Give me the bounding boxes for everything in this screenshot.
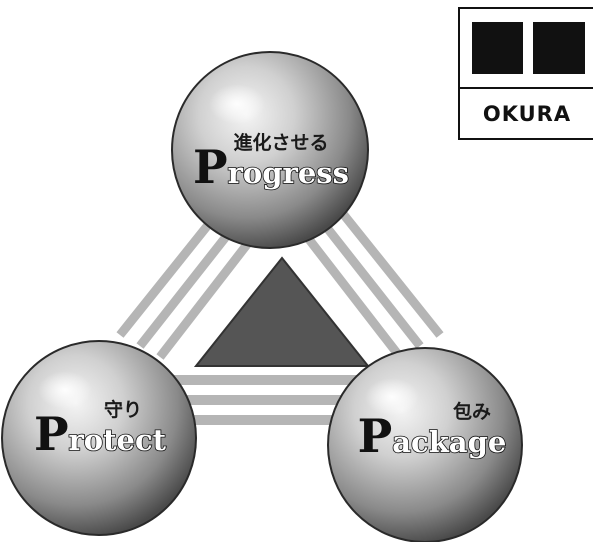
node-protect: 守り Protect xyxy=(2,341,196,535)
okura-logo: OKURA xyxy=(459,8,593,139)
progress-jp-label: 進化させる xyxy=(233,131,328,154)
logo-block-right xyxy=(533,22,585,74)
node-progress: 進化させる Progress xyxy=(172,52,368,248)
protect-rest: rotect xyxy=(69,423,167,457)
package-initial: P xyxy=(358,409,393,463)
sphere-highlight xyxy=(38,371,92,409)
node-package: 包み Package xyxy=(328,348,522,542)
sphere-highlight xyxy=(209,84,265,124)
protect-initial: P xyxy=(34,407,69,461)
progress-initial: P xyxy=(193,140,228,194)
logo-text: OKURA xyxy=(483,102,571,126)
logo-block-left xyxy=(472,22,523,74)
progress-rest: rogress xyxy=(228,156,349,190)
package-rest: ackage xyxy=(392,425,506,459)
protect-jp-label: 守り xyxy=(104,398,142,421)
package-jp-label: 包み xyxy=(453,400,491,423)
